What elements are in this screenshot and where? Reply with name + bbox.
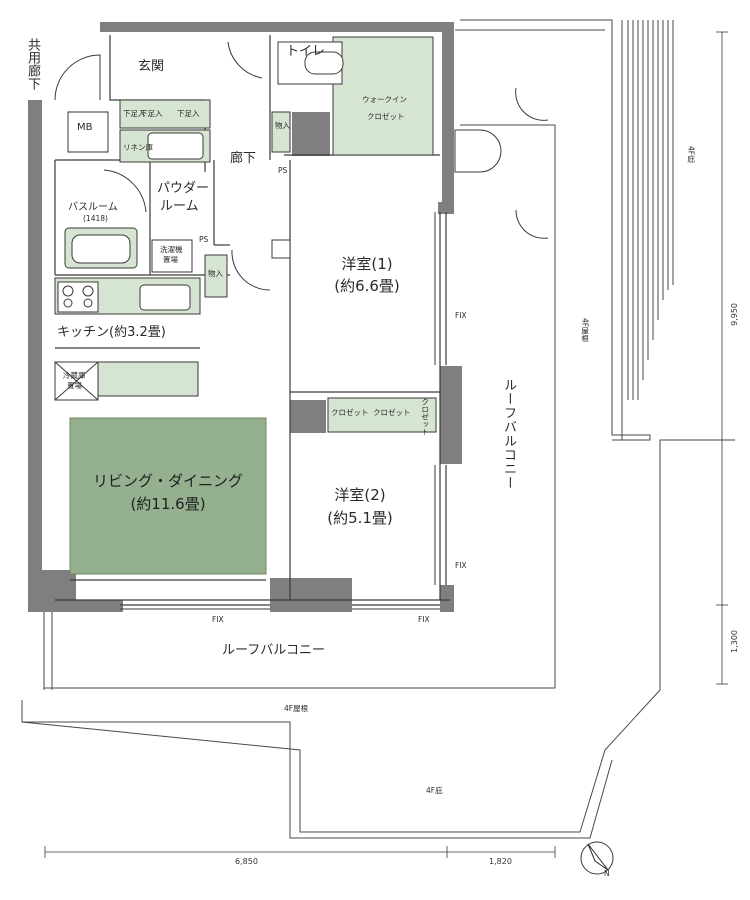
bathroom-label: バスルーム — [68, 202, 118, 213]
eaves-4f-label-bottom: 4F庇 — [426, 786, 443, 795]
roof-balcony-bottom-label: ルーフバルコニー — [222, 643, 325, 658]
toilet-label: トイレ — [286, 44, 326, 59]
entrance-label: 玄関 — [138, 59, 165, 74]
walk-in-closet-label-1: ウォークイン — [362, 95, 407, 104]
closet-label-1: クロゼット — [331, 408, 369, 417]
western2-label: 洋室(2) — [334, 486, 386, 504]
walk-in-closet-label-2: クロゼット — [367, 112, 405, 121]
powder-room-label-2: ルーム — [160, 199, 199, 214]
compass-north-label: N — [604, 869, 610, 878]
living-dining-area — [69, 417, 267, 575]
washer-label-2: 置場 — [163, 255, 178, 264]
shoe-storage-label-2: 下足入 — [140, 109, 163, 118]
roof-outline — [21, 20, 735, 839]
western2-size: (約5.1畳) — [327, 509, 393, 527]
powder-room-label-1: パウダー — [157, 181, 210, 196]
roof-4f-label-side: 4F屋根 — [580, 318, 590, 343]
fix-label-2: FIX — [455, 561, 467, 570]
dim-depth-main: 9,950 — [730, 303, 739, 326]
linen-label: リネン庫 — [123, 143, 153, 152]
fridge-label-1: 冷蔵庫 — [63, 371, 86, 380]
dim-width-main: 6,850 — [235, 857, 258, 866]
eaves-4f-label-side: 4F庇 — [686, 146, 696, 163]
windows — [120, 129, 502, 610]
western1-size: (約6.6畳) — [334, 277, 400, 295]
fridge-label-2: 置場 — [67, 381, 82, 390]
common-corridor-label: 共用廊下 — [24, 38, 40, 90]
storage-label-side: 物入 — [208, 269, 223, 278]
balcony-outline — [43, 19, 651, 690]
fix-label-3: FIX — [212, 615, 224, 624]
washer-label-1: 洗濯機 — [160, 245, 183, 254]
compass — [580, 841, 614, 875]
living-dining-label: リビング・ダイニング — [92, 472, 244, 490]
mb-label: MB — [77, 122, 93, 133]
dimension-lines — [44, 31, 728, 858]
fix-label-4: FIX — [418, 615, 430, 624]
storage-label-top: 物入 — [275, 121, 290, 130]
eaves-hatch — [627, 20, 674, 400]
dim-width-balcony: 1,820 — [489, 857, 512, 866]
closet-label-2: クロゼット — [373, 408, 411, 417]
roof-balcony-side-label: ルーフバルコニー — [500, 378, 516, 490]
shoe-storage-label-1: 下足入 — [123, 109, 146, 118]
western1-label: 洋室(1) — [341, 255, 393, 273]
dim-depth-balcony: 1,300 — [730, 630, 739, 653]
bathroom-size-label: (1418) — [83, 214, 108, 223]
fixtures — [54, 36, 437, 433]
closet-label-3: クロゼット — [420, 398, 430, 436]
ps-label-2: PS — [199, 235, 209, 244]
kitchen-label: キッチン(約3.2畳) — [57, 325, 166, 340]
fix-label-1: FIX — [455, 311, 467, 320]
hallway-label: 廊下 — [230, 151, 257, 166]
ps-label-1: PS — [278, 166, 288, 175]
walls — [28, 22, 462, 612]
living-dining-size: (約11.6畳) — [130, 495, 206, 513]
doors — [54, 41, 549, 291]
shoe-storage-label-3: 下足入 — [177, 109, 200, 118]
roof-4f-label-bottom: 4F屋根 — [284, 704, 309, 713]
